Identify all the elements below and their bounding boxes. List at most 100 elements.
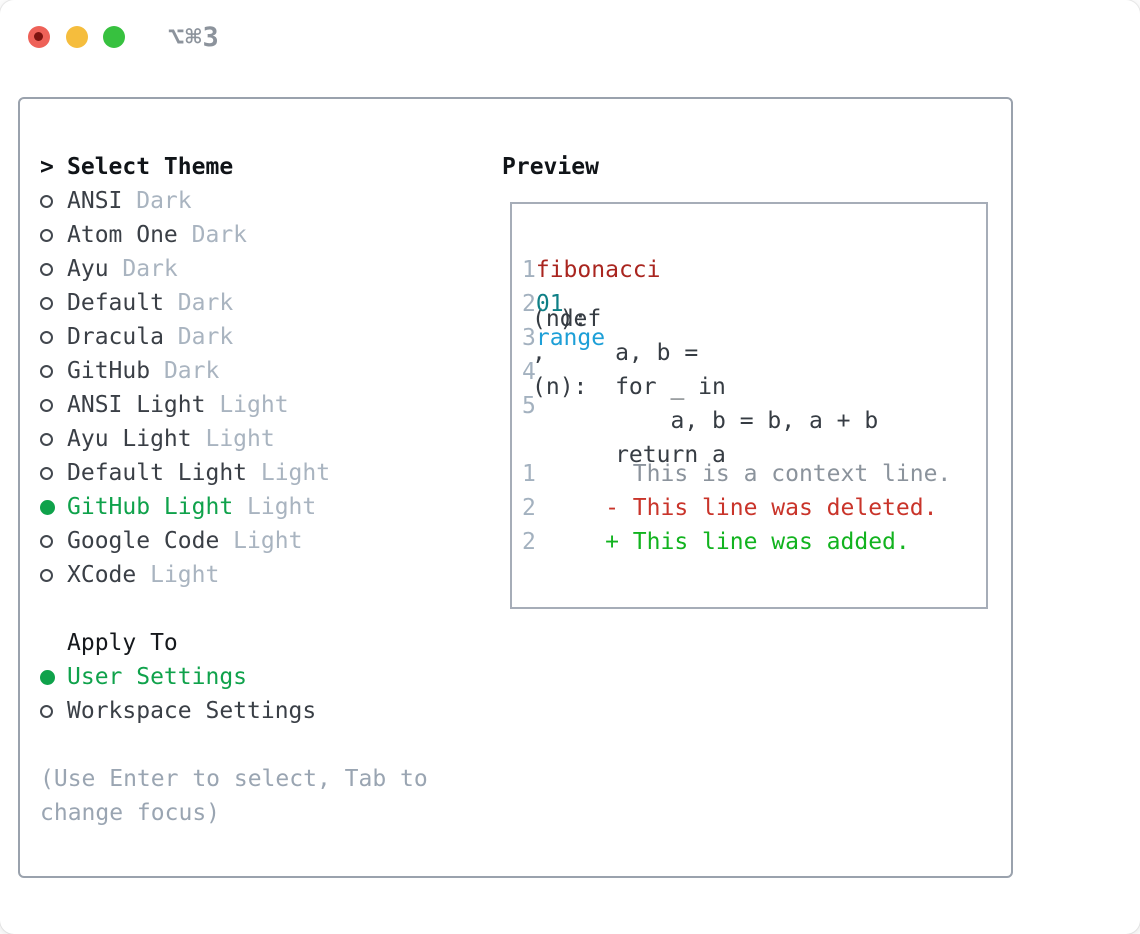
code-token-builtin: range — [535, 325, 606, 351]
code-token-code: def — [532, 306, 616, 332]
apply-option-label: Workspace Settings — [67, 698, 317, 724]
theme-option-github-light[interactable]: GitHub Light Light — [40, 490, 428, 524]
radio-selected-icon[interactable] — [40, 669, 55, 685]
apply-to-title: Apply To — [67, 630, 178, 656]
theme-option-xcode[interactable]: XCode Light — [40, 558, 428, 592]
zoom-button-icon[interactable] — [103, 26, 125, 48]
line-number: 1 — [522, 461, 536, 487]
spacer-row — [40, 592, 428, 626]
theme-variant-label: Light — [205, 392, 289, 418]
theme-variant-label: Dark — [177, 222, 248, 248]
theme-variant-label: Light — [247, 460, 331, 486]
theme-option-google-code[interactable]: Google Code Light — [40, 524, 428, 558]
titlebar: ⌥⌘3 — [0, 0, 1140, 74]
theme-name: Atom One — [67, 222, 178, 248]
code-token-code: , — [532, 340, 560, 366]
minimize-button-icon[interactable] — [66, 26, 88, 48]
theme-variant-label: Dark — [150, 358, 220, 384]
theme-option-default-light[interactable]: Default Light Light — [40, 456, 428, 490]
close-button-icon[interactable] — [28, 26, 50, 48]
radio-icon[interactable] — [40, 398, 53, 412]
radio-selected-icon[interactable] — [40, 499, 55, 515]
radio-icon[interactable] — [40, 364, 53, 378]
code-token-deleted: - This line was deleted. — [535, 495, 938, 521]
theme-name: ANSI — [67, 188, 123, 214]
code-line: 2 + This line was added. — [522, 525, 951, 559]
line-number: 2 — [522, 495, 536, 521]
hint-line: (Use Enter to select, Tab to — [40, 766, 428, 792]
code-token-number: 0 — [535, 291, 550, 317]
theme-name: Dracula — [67, 324, 164, 350]
code-token-code: a, b = b, a + b — [532, 408, 879, 434]
hint-line: change focus) — [40, 800, 221, 826]
theme-variant-label: Dark — [108, 256, 178, 282]
line-number: 2 — [522, 529, 536, 555]
window-shortcut-label: ⌥⌘3 — [168, 22, 220, 53]
code-line: 3 for _ in range (n): — [522, 321, 951, 400]
theme-variant-label: Light — [219, 528, 303, 554]
radio-icon[interactable] — [40, 704, 53, 718]
radio-icon[interactable] — [40, 568, 53, 582]
theme-name: Ayu — [67, 256, 109, 282]
code-line — [522, 423, 951, 457]
theme-option-default[interactable]: Default Dark — [40, 286, 428, 320]
theme-option-atom-one[interactable]: Atom One Dark — [40, 218, 428, 252]
radio-icon[interactable] — [40, 330, 53, 344]
code-line: 2 - This line was deleted. — [522, 491, 951, 525]
apply-to-header: Apply To — [40, 626, 428, 660]
radio-icon[interactable] — [40, 194, 53, 208]
theme-name: Ayu Light — [67, 426, 192, 452]
theme-option-ansi-light[interactable]: ANSI Light Light — [40, 388, 428, 422]
keyboard-hint: (Use Enter to select, Tab to change focus… — [40, 762, 428, 830]
theme-variant-label: Light — [136, 562, 220, 588]
theme-name: Default Light — [67, 460, 248, 486]
theme-variant-label: Dark — [122, 188, 192, 214]
preview-title: Preview — [502, 154, 599, 180]
theme-name: GitHub — [67, 358, 151, 384]
apply-option-user-settings[interactable]: User Settings — [40, 660, 428, 694]
line-number: 3 — [522, 325, 536, 351]
theme-variant-label: Light — [191, 426, 275, 452]
theme-name: Default — [67, 290, 164, 316]
theme-name: ANSI Light — [67, 392, 206, 418]
radio-icon[interactable] — [40, 296, 53, 310]
radio-icon[interactable] — [40, 228, 53, 242]
code-token-func: fibonacci — [535, 257, 661, 283]
radio-icon[interactable] — [40, 534, 53, 548]
theme-name: GitHub Light — [67, 494, 234, 520]
theme-variant-label: Light — [233, 494, 317, 520]
code-token-context: This is a context line. — [535, 461, 952, 487]
apply-option-label: User Settings — [67, 664, 248, 690]
spacer-row — [40, 728, 428, 762]
theme-name: XCode — [67, 562, 137, 588]
code-token-code: for _ in — [532, 374, 740, 400]
apply-option-workspace-settings[interactable]: Workspace Settings — [40, 694, 428, 728]
theme-option-ayu-light[interactable]: Ayu Light Light — [40, 422, 428, 456]
code-preview: 1 def fibonacci (n): 2 a, b = 0, 1 3 for _ … — [522, 253, 951, 559]
theme-option-dracula[interactable]: Dracula Dark — [40, 320, 428, 354]
code-token-code: a, b = — [532, 340, 713, 366]
theme-option-ansi[interactable]: ANSI Dark — [40, 184, 428, 218]
code-token-code: (n): — [532, 374, 588, 400]
radio-icon[interactable] — [40, 262, 53, 276]
code-line: 4 a, b = b, a + b — [522, 355, 951, 434]
code-line: 5 return a — [522, 389, 951, 468]
radio-icon[interactable] — [40, 432, 53, 446]
theme-name: Google Code — [67, 528, 220, 554]
line-number: 1 — [522, 257, 536, 283]
theme-option-github[interactable]: GitHub Dark — [40, 354, 428, 388]
select-theme-title: Select Theme — [67, 154, 234, 180]
line-number: 5 — [522, 393, 536, 419]
theme-variant-label: Dark — [163, 324, 234, 350]
theme-option-ayu[interactable]: Ayu Dark — [40, 252, 428, 286]
code-token-code: (n): — [532, 306, 588, 332]
code-line: 1 def fibonacci (n): — [522, 253, 951, 332]
radio-icon[interactable] — [40, 466, 53, 480]
code-token-code: return a — [532, 442, 726, 468]
prompt-icon: > — [40, 154, 54, 180]
line-number: 4 — [522, 359, 536, 385]
